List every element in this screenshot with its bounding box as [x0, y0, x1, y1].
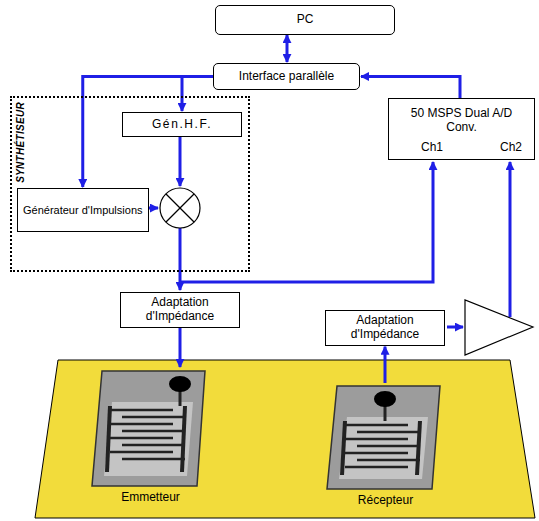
- signal-arrow: [286, 35, 289, 62]
- wire: [447, 326, 463, 329]
- node-label: Interface parallèle: [239, 70, 334, 84]
- matching-box: Adaptation d'Impédance: [120, 292, 240, 328]
- node-label: Générateur d'Impulsions: [23, 204, 143, 217]
- signal-arrow: [182, 77, 213, 112]
- amplifier-symbol: [465, 300, 533, 355]
- transducer: Récepteur: [323, 383, 448, 511]
- converter-box: 50 MSPS Dual A/D Conv. Ch1 Ch2: [388, 98, 535, 160]
- node-label: PC: [297, 13, 314, 27]
- node-label: Récepteur: [358, 494, 413, 508]
- signal-arrow: [179, 328, 182, 367]
- node-label: Emmetteur: [121, 491, 180, 505]
- wire: [509, 162, 512, 317]
- transducer-drawing: [323, 383, 448, 493]
- transducer: Emmetteur: [88, 368, 213, 508]
- pulse-generator-box: Générateur d'Impulsions: [17, 188, 149, 232]
- channel-label: Ch2: [500, 141, 522, 155]
- node-label: 50 MSPS Dual A/D Conv.: [406, 107, 518, 135]
- transducer-drawing: [88, 368, 213, 490]
- signal-arrow: [361, 77, 460, 99]
- node-label: Adaptation d'Impédance: [337, 314, 433, 342]
- interface-box: Interface parallèle: [213, 63, 360, 90]
- channel-label: Ch1: [421, 141, 443, 155]
- substrate: [35, 360, 535, 518]
- wire: [179, 137, 182, 186]
- group-title: SYNTHÉTISEUR: [15, 102, 27, 183]
- matching-box: Adaptation d'Impédance: [325, 310, 445, 346]
- node-label: Adaptation d'Impédance: [132, 296, 228, 324]
- computer-box: PC: [215, 5, 395, 35]
- mixer-symbol: [160, 188, 200, 228]
- synthesizer-group: Gén.H.F. Générateur d'Impulsions SYNTHÉTIS…: [10, 96, 250, 272]
- wire: [180, 162, 433, 282]
- signal-arrow: [384, 347, 387, 383]
- generator-box: Gén.H.F.: [122, 112, 242, 137]
- node-label: Gén.H.F.: [152, 118, 212, 132]
